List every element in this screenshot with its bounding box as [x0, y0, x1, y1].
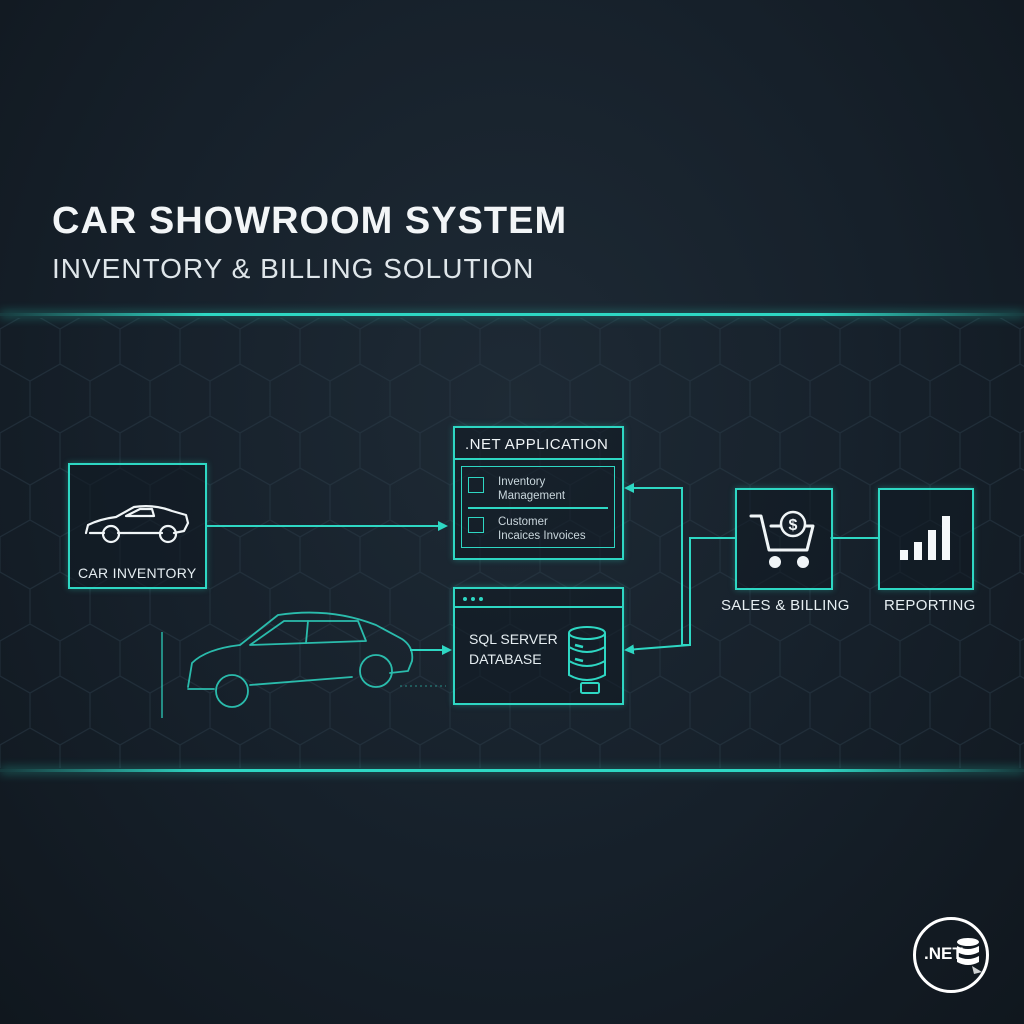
window-titlebar-line — [455, 606, 622, 608]
title-block: CAR SHOWROOM SYSTEM INVENTORY & BILLING … — [52, 200, 567, 285]
window-dot — [479, 597, 483, 601]
inventory-checkbox[interactable] — [468, 477, 484, 493]
page-subtitle: INVENTORY & BILLING SOLUTION — [52, 253, 535, 284]
sports-car-icon — [84, 505, 190, 544]
item-divider — [468, 507, 608, 509]
dotnet-logo-text: .NET — [924, 944, 963, 963]
page-title: CAR SHOWROOM SYSTEM — [52, 200, 568, 242]
reporting-label: REPORTING — [884, 597, 976, 614]
band-bottom-line — [0, 769, 1024, 772]
shopping-cart-dollar-icon: $ — [749, 510, 815, 568]
inventory-item-text: Inventory Management — [498, 476, 566, 502]
net-application-title: .NET APPLICATION — [465, 436, 609, 453]
arrow-sales-to-db — [624, 644, 691, 655]
sales-billing-node[interactable]: $ — [735, 488, 833, 590]
arrow-sales-to-app — [624, 483, 736, 646]
svg-text:$: $ — [789, 517, 798, 534]
sql-database-node[interactable]: SQL SERVER DATABASE — [453, 587, 624, 705]
title-divider — [455, 458, 622, 460]
database-label: SQL SERVER DATABASE — [469, 631, 558, 667]
customer-checkbox[interactable] — [468, 517, 484, 533]
car-inventory-node[interactable]: CAR INVENTORY — [68, 463, 207, 589]
window-dot — [471, 597, 475, 601]
dotnet-database-logo-icon — [957, 938, 982, 974]
bar-chart-icon — [900, 516, 950, 560]
reporting-node[interactable] — [878, 488, 974, 590]
net-application-node[interactable]: .NET APPLICATION Inventory Management Cu… — [453, 426, 624, 560]
sales-billing-label: SALES & BILLING — [721, 597, 850, 614]
band-top-line — [0, 313, 1024, 316]
car-inventory-label: CAR INVENTORY — [78, 565, 197, 581]
sedan-outline-icon — [187, 611, 414, 708]
window-dot — [463, 597, 467, 601]
database-icon — [568, 626, 606, 694]
net-app-item-panel: Inventory Management Customer Incaices I… — [461, 466, 615, 548]
dotnet-logo: .NET — [913, 917, 989, 993]
customer-item-text: Customer Incaices Invoices — [498, 516, 586, 542]
